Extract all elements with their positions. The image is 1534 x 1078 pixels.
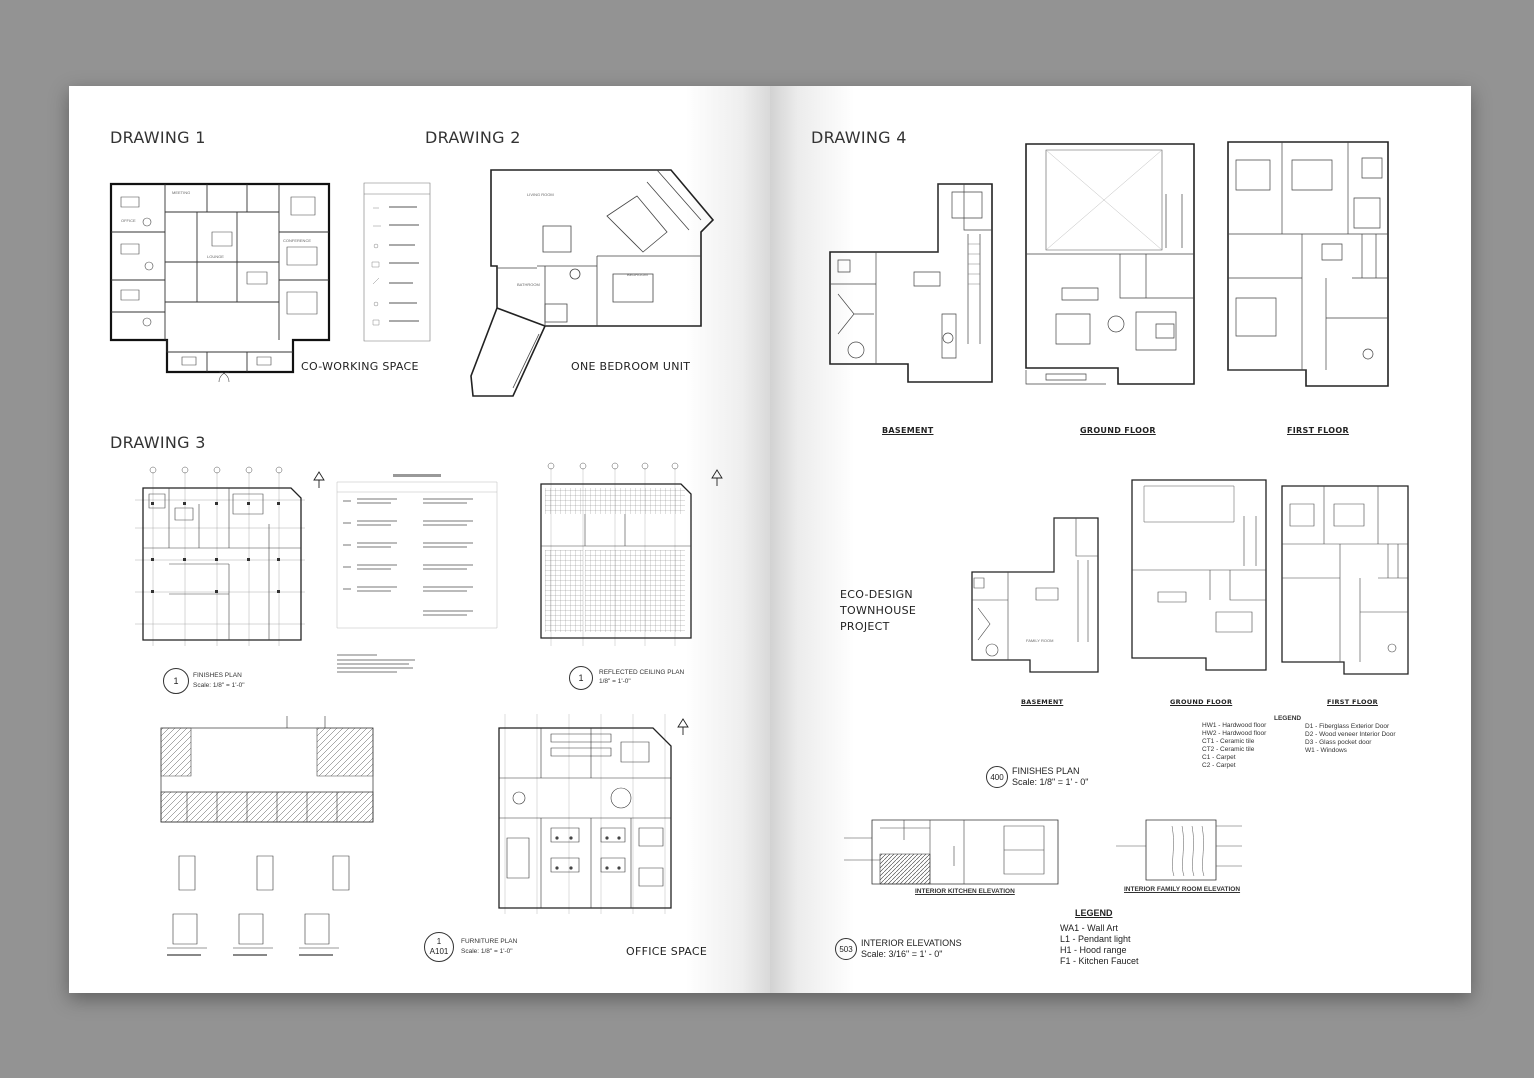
drawing-3-caption: OFFICE SPACE xyxy=(626,945,708,958)
finishes-plan-tag-number: 1 xyxy=(173,676,179,686)
finishes-legend-title: LEGEND xyxy=(1274,715,1302,722)
finish-item: CT2 - Ceramic tile xyxy=(1202,746,1255,753)
drawing-2-caption: ONE BEDROOM UNIT xyxy=(571,360,691,373)
family-room-elevation-drawing xyxy=(1112,816,1252,886)
svg-text:BATHROOM: BATHROOM xyxy=(517,282,540,287)
north-arrow-icon xyxy=(677,718,689,736)
furniture-plan-scale: Scale: 1/8" = 1'-0" xyxy=(461,948,513,955)
furniture-plan-sheet-number: A101 xyxy=(429,947,449,956)
svg-text:OFFICE: OFFICE xyxy=(121,218,136,223)
finishes-plan-400-tag: 400 xyxy=(986,766,1008,788)
interior-elevations-scale: Scale: 3/16" = 1' - 0" xyxy=(861,949,943,959)
ceiling-plan-sheet-tag: 1 xyxy=(569,666,593,690)
first-floor-plan-top xyxy=(1222,138,1400,402)
ground-floor-label-top: GROUND FLOOR xyxy=(1080,426,1156,435)
office-elevation-sections xyxy=(157,716,377,956)
north-arrow-icon xyxy=(711,469,723,487)
elevation-legend-item: F1 - Kitchen Faucet xyxy=(1060,956,1139,966)
project-title-line-2: TOWNHOUSE xyxy=(840,604,917,617)
legend-item: W1 - Windows xyxy=(1305,747,1347,754)
finishes-plan-scale: Scale: 1/8" = 1'-0" xyxy=(193,682,245,689)
ground-floor-plan-top xyxy=(1016,138,1206,406)
legend-item: D3 - Glass pocket door xyxy=(1305,739,1372,746)
drawing-3-title: DRAWING 3 xyxy=(110,433,206,452)
family-room-elevation-label: INTERIOR FAMILY ROOM ELEVATION xyxy=(1124,886,1241,893)
first-floor-finishes-plan xyxy=(1278,482,1418,686)
project-title-line-3: PROJECT xyxy=(840,620,890,633)
finish-item: C1 - Carpet xyxy=(1202,754,1236,761)
ceiling-plan-tag-number: 1 xyxy=(578,673,584,683)
finish-item: HW1 - Hardwood floor xyxy=(1202,722,1267,729)
ground-floor-label-bottom: GROUND FLOOR xyxy=(1170,698,1233,706)
general-notes-block xyxy=(337,654,415,673)
furniture-plan-tag-number: 1 xyxy=(436,937,442,946)
svg-text:CONFERENCE: CONFERENCE xyxy=(283,238,311,243)
first-floor-label-top: FIRST FLOOR xyxy=(1287,426,1349,435)
office-reflected-ceiling-plan xyxy=(525,460,697,650)
unit-legend-table xyxy=(363,182,431,342)
furniture-plan-name: FURNITURE PLAN xyxy=(461,938,518,945)
right-page: DRAWING 4 xyxy=(770,86,1471,993)
elevation-legend-item: L1 - Pendant light xyxy=(1060,934,1131,944)
interior-elevations-name: INTERIOR ELEVATIONS xyxy=(861,938,962,948)
project-title-line-1: ECO-DESIGN xyxy=(840,588,913,601)
svg-text:FAMILY ROOM: FAMILY ROOM xyxy=(1026,638,1053,643)
finishes-plan-400-tag-number: 400 xyxy=(990,772,1004,782)
finish-item: HW2 - Hardwood floor xyxy=(1202,730,1267,737)
finishes-schedule-table xyxy=(337,474,497,630)
finish-item: C2 - Carpet xyxy=(1202,762,1236,769)
office-furniture-plan xyxy=(481,708,691,918)
legend-item: D1 - Fiberglass Exterior Door xyxy=(1305,723,1390,730)
drawing-1-caption: CO-WORKING SPACE xyxy=(301,360,419,373)
finishes-plan-name: FINISHES PLAN xyxy=(193,672,242,679)
north-arrow-icon xyxy=(313,471,325,489)
interior-elevations-503-tag: 503 xyxy=(835,938,857,960)
basement-finishes-plan: FAMILY ROOM xyxy=(966,512,1106,682)
kitchen-elevation-label: INTERIOR KITCHEN ELEVATION xyxy=(915,888,1015,895)
svg-text:BEDROOM: BEDROOM xyxy=(627,272,648,277)
interior-elevations-tag-number: 503 xyxy=(839,944,853,954)
drawing-1-title: DRAWING 1 xyxy=(110,128,206,147)
kitchen-elevation-drawing xyxy=(844,816,1068,892)
svg-text:MEETING: MEETING xyxy=(172,190,190,195)
legend-item: D2 - Wood veneer Interior Door xyxy=(1305,731,1396,738)
office-finishes-plan xyxy=(129,464,307,650)
svg-text:LIVING ROOM: LIVING ROOM xyxy=(527,192,554,197)
furniture-plan-sheet-tag: 1 A101 xyxy=(424,932,454,962)
elevation-legend-title: LEGEND xyxy=(1075,908,1113,918)
elevation-legend-item: H1 - Hood range xyxy=(1060,945,1127,955)
elevation-legend-item: WA1 - Wall Art xyxy=(1060,923,1118,933)
basement-label-top: BASEMENT xyxy=(882,426,934,435)
drawing-2-title: DRAWING 2 xyxy=(425,128,521,147)
svg-text:LOUNGE: LOUNGE xyxy=(207,254,224,259)
finishes-plan-sheet-tag: 1 xyxy=(163,668,189,694)
ceiling-plan-name: REFLECTED CEILING PLAN xyxy=(599,669,685,676)
coworking-floor-plan: MEETING OFFICE LOUNGE CONFERENCE xyxy=(107,162,337,398)
ceiling-plan-scale: 1/8" = 1'-0" xyxy=(599,678,631,685)
drawing-4-title: DRAWING 4 xyxy=(811,128,907,147)
finishes-plan-400-scale: Scale: 1/8" = 1' - 0" xyxy=(1012,777,1089,787)
first-floor-label-bottom: FIRST FLOOR xyxy=(1327,698,1378,706)
finish-item: CT1 - Ceramic tile xyxy=(1202,738,1255,745)
one-bedroom-floor-plan: LIVING ROOM BEDROOM BATHROOM xyxy=(457,156,729,396)
ground-floor-finishes-plan xyxy=(1126,476,1274,688)
basement-label-bottom: BASEMENT xyxy=(1021,698,1064,706)
finishes-plan-400-name: FINISHES PLAN xyxy=(1012,766,1080,776)
basement-floor-plan-top xyxy=(824,174,1004,394)
